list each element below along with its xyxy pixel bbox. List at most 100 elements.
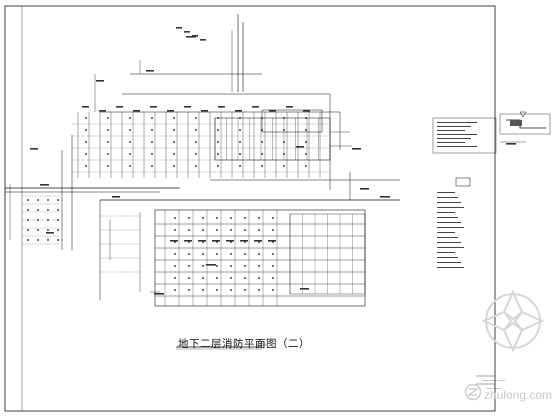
note-line bbox=[437, 227, 464, 228]
note-line bbox=[437, 267, 464, 268]
annotation-tag bbox=[30, 148, 38, 150]
annotation-tag bbox=[46, 232, 54, 234]
note-line bbox=[437, 247, 464, 248]
sprinkler-head bbox=[305, 129, 307, 131]
sprinkler-head bbox=[27, 239, 29, 241]
sprinkler-head bbox=[151, 165, 153, 167]
sprinkler-head bbox=[272, 217, 274, 219]
sprinkler-head bbox=[57, 239, 59, 241]
note-line bbox=[437, 242, 461, 243]
sprinkler-head bbox=[47, 199, 49, 201]
sprinkler-head bbox=[305, 141, 307, 143]
sprinkler-head bbox=[188, 229, 190, 231]
sprinkler-head bbox=[188, 217, 190, 219]
sprinkler-head bbox=[188, 253, 190, 255]
sprinkler-head bbox=[173, 117, 175, 119]
sprinkler-head bbox=[107, 153, 109, 155]
sprinkler-head bbox=[47, 229, 49, 231]
sprinkler-head bbox=[85, 129, 87, 131]
sprinkler-head bbox=[283, 165, 285, 167]
sprinkler-head bbox=[129, 165, 131, 167]
sprinkler-head bbox=[261, 165, 263, 167]
sprinkler-head bbox=[239, 153, 241, 155]
sprinkler-head bbox=[27, 219, 29, 221]
room-block bbox=[154, 209, 366, 307]
note-line bbox=[437, 217, 458, 218]
annotation-tag bbox=[200, 39, 206, 41]
sprinkler-head bbox=[217, 165, 219, 167]
notes-box bbox=[432, 117, 497, 154]
sprinkler-head bbox=[239, 141, 241, 143]
sprinkler-head bbox=[129, 141, 131, 143]
sprinkler-head bbox=[305, 165, 307, 167]
note-line bbox=[437, 192, 455, 193]
annotation-tag bbox=[96, 80, 104, 82]
sprinkler-head bbox=[261, 141, 263, 143]
sprinkler-head bbox=[129, 117, 131, 119]
sprinkler-head bbox=[230, 253, 232, 255]
sprinkler-head bbox=[230, 229, 232, 231]
annotation-tag bbox=[300, 288, 309, 290]
sprinkler-head bbox=[107, 117, 109, 119]
sprinkler-head bbox=[174, 277, 176, 279]
sprinkler-head bbox=[272, 277, 274, 279]
sprinkler-head bbox=[202, 289, 204, 291]
annotation-tag bbox=[352, 148, 361, 150]
annotation-tag bbox=[99, 110, 106, 112]
annotation-tag bbox=[269, 110, 276, 112]
sprinkler-head bbox=[173, 153, 175, 155]
sprinkler-head bbox=[202, 253, 204, 255]
annotation-tag bbox=[184, 31, 190, 33]
annotation-tag bbox=[170, 240, 178, 242]
sprinkler-head bbox=[195, 165, 197, 167]
annotation-tag bbox=[380, 196, 390, 198]
annotation-tag bbox=[268, 240, 276, 242]
sheet-border bbox=[4, 5, 496, 412]
drawing-scale: 1:100 bbox=[256, 342, 267, 347]
annotation-tag bbox=[218, 106, 225, 108]
sprinkler-head bbox=[151, 117, 153, 119]
annotation-tag bbox=[167, 110, 174, 112]
annotation-tag bbox=[360, 188, 369, 190]
sprinkler-head bbox=[258, 217, 260, 219]
sprinkler-head bbox=[173, 165, 175, 167]
sprinkler-head bbox=[258, 289, 260, 291]
sprinkler-head bbox=[230, 277, 232, 279]
sprinkler-head bbox=[202, 265, 204, 267]
annotation-tag bbox=[40, 184, 49, 186]
sprinkler-head bbox=[173, 141, 175, 143]
key-plan-highlight bbox=[510, 120, 522, 126]
sprinkler-head bbox=[188, 289, 190, 291]
sprinkler-head bbox=[188, 265, 190, 267]
sprinkler-head bbox=[195, 141, 197, 143]
annotation-tag bbox=[506, 143, 516, 145]
sprinkler-head bbox=[27, 199, 29, 201]
sprinkler-head bbox=[47, 239, 49, 241]
annotation-tag bbox=[82, 106, 89, 108]
annotation-tag bbox=[176, 27, 182, 29]
sprinkler-head bbox=[195, 153, 197, 155]
annotation-tag bbox=[186, 36, 196, 38]
note-line bbox=[437, 130, 465, 131]
sprinkler-head bbox=[195, 117, 197, 119]
annotation-tag bbox=[133, 110, 140, 112]
annotation-tag bbox=[286, 106, 293, 108]
sprinkler-head bbox=[217, 129, 219, 131]
annotation-tag bbox=[206, 264, 216, 266]
sprinkler-head bbox=[174, 229, 176, 231]
sprinkler-head bbox=[37, 219, 39, 221]
sprinkler-head bbox=[57, 199, 59, 201]
sprinkler-head bbox=[216, 265, 218, 267]
sprinkler-head bbox=[202, 277, 204, 279]
annotation-tag bbox=[112, 196, 120, 198]
watermark-logo-icon bbox=[464, 383, 482, 401]
annotation-tag bbox=[146, 70, 154, 72]
annotation-tag bbox=[201, 110, 208, 112]
sprinkler-head bbox=[174, 265, 176, 267]
sprinkler-head bbox=[202, 217, 204, 219]
sprinkler-head bbox=[202, 229, 204, 231]
north-arrow-icon bbox=[519, 111, 527, 118]
note-line bbox=[437, 207, 464, 208]
annotation-tag bbox=[116, 106, 123, 108]
